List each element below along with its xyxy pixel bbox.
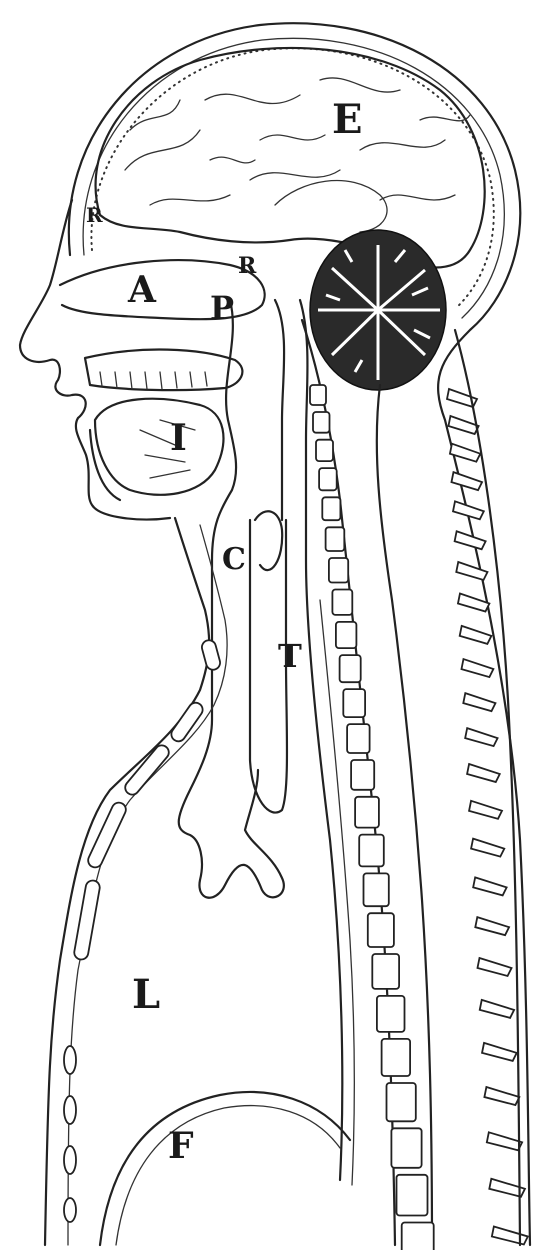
spinous-process [487,1132,522,1150]
spinous-process [473,877,506,895]
vertebra [343,689,365,717]
vertebra [336,622,357,648]
label-trachea-T: T [278,640,302,672]
vertebra [332,590,352,615]
palate-upper-teeth [85,350,242,391]
esophagus-inner [320,600,354,1185]
esophagus [275,300,342,1180]
spinous-process [492,1226,528,1244]
diaphragm [100,1092,350,1245]
cartilage-rings [73,639,221,961]
spinous-process [456,562,487,580]
spinous-process [484,1087,519,1105]
sternum-segments [64,1046,76,1222]
vertebra [351,760,374,790]
larynx [255,511,282,570]
spinous-process [463,693,495,711]
back-line [455,330,520,1245]
vertebra [322,497,340,520]
vertebra [316,440,333,461]
vertebra [387,1083,416,1121]
spinous-process [465,728,497,746]
spinous-process [475,917,509,935]
label-nasal-cavity-A: A [128,272,156,308]
spinous-process [461,659,493,677]
vertebra [382,1039,411,1076]
spinous-process [469,801,502,819]
spinous-process [451,472,482,490]
spinous-process [477,958,511,976]
label-larynx-C: C [222,545,246,575]
spinous-process [467,764,500,782]
vertebra [313,412,330,433]
vertebra [329,558,348,583]
vertebra [372,954,399,989]
label-brain-E: E [332,100,363,140]
vertebra [391,1128,421,1168]
vertebra [364,873,389,906]
vertebra [368,913,394,947]
vertebra [359,835,384,867]
label-nasal-R: R [86,205,103,225]
label-lung-L: L [132,975,160,1015]
spinous-process [460,626,492,644]
vertebra [340,655,361,682]
vertebra [347,724,370,753]
spinous-process [471,839,504,857]
vertebra [377,996,405,1032]
spinous-process [453,501,484,519]
vertebra [402,1223,434,1250]
face-profile [20,200,170,519]
vertebra [397,1175,428,1216]
label-pharynx-P: P [210,292,234,324]
spinous-process [480,1000,514,1018]
brain-outline [96,48,485,268]
vertebra [319,468,337,490]
label-throat-R: R [238,255,256,277]
vertebra [355,797,379,828]
spinous-process [458,594,489,612]
label-diaphragm-F: F [168,1128,194,1164]
brain-folds [125,78,470,205]
spinous-process [455,531,486,549]
spinous-processes [447,389,528,1244]
diaphragm-inner [116,1106,340,1245]
upper-teeth [100,372,207,389]
vertebra [326,527,345,551]
vertebra [310,385,326,405]
cerebrum-lower-lobe [275,181,387,232]
spinous-process [482,1043,517,1061]
label-tongue-I: I [170,420,187,456]
tongue [95,399,223,495]
